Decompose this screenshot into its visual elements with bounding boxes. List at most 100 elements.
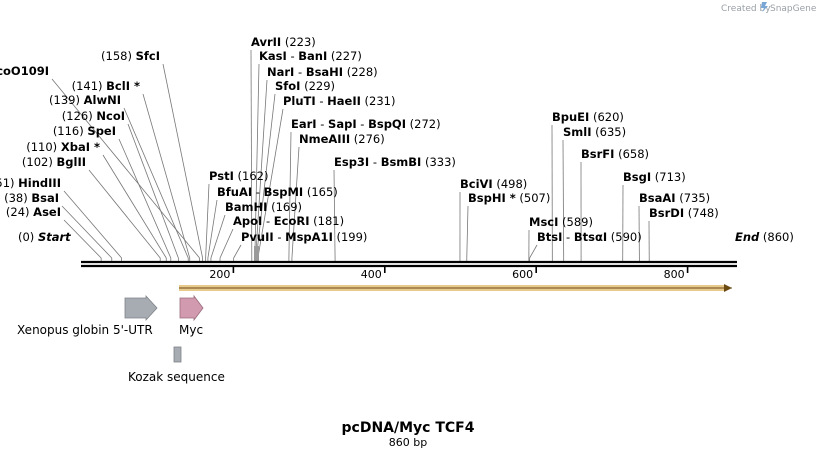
site-label[interactable]: SmlI (635) [563, 125, 626, 139]
site-label[interactable]: BspHI * (507) [468, 191, 550, 205]
enzyme-name: SapI [328, 117, 357, 131]
site-label[interactable]: SfoI (229) [275, 79, 335, 93]
site-position: (276) [350, 132, 385, 146]
site-position: (110) [26, 140, 61, 154]
enzyme-name: HindIII [18, 176, 61, 190]
site-label[interactable]: Esp3I - BsmBI (333) [334, 155, 456, 169]
site-label[interactable]: (141) BclI * [72, 79, 140, 93]
enzyme-name: BtsI [537, 230, 562, 244]
utr-feature-arrow[interactable] [124, 294, 158, 322]
site-label[interactable]: PvuII - MspA1I (199) [241, 230, 367, 244]
site-label[interactable]: PluTI - HaeII (231) [283, 94, 396, 108]
site-position: (169) [267, 200, 302, 214]
enzyme-name: BsaI [31, 191, 59, 205]
site-label[interactable]: (116) SpeI [53, 124, 116, 138]
name-separator: - [274, 230, 285, 244]
site-leader-line [250, 49, 253, 259]
site-position: (589) [558, 215, 593, 229]
end-name: End [735, 230, 760, 244]
snapgene-logo-icon [761, 2, 768, 12]
site-label[interactable]: NmeAIII (276) [299, 132, 385, 146]
name-separator: - [369, 155, 380, 169]
site-leader-line [102, 154, 167, 259]
site-position: (126) [62, 109, 97, 123]
site-label[interactable]: (24) AseI [6, 205, 61, 219]
site-position: (272) [406, 117, 441, 131]
enzyme-name: BsmBI [381, 155, 422, 169]
site-position: (158) [101, 49, 136, 63]
utr-feature-label: Xenopus globin 5'-UTR [17, 323, 153, 337]
site-label[interactable]: (139) AlwNI [49, 93, 121, 107]
site-leader-line [63, 219, 102, 259]
site-label[interactable]: ApoI - EcoRI (181) [233, 214, 344, 228]
site-position: (181) [310, 214, 345, 228]
enzyme-name: NcoI [96, 109, 125, 123]
kozak-feature-box[interactable] [173, 346, 182, 363]
end-label: End (860) [735, 230, 794, 244]
site-position: (860) [759, 230, 794, 244]
site-label[interactable]: AvrII (223) [251, 35, 316, 49]
site-label[interactable]: (154) PpuMI - EcoO109I [0, 64, 49, 78]
site-position: (620) [589, 110, 624, 124]
site-label[interactable]: PstI (162) [209, 169, 268, 183]
site-label[interactable]: BsrFI (658) [581, 147, 649, 161]
enzyme-name: Esp3I [334, 155, 369, 169]
site-label[interactable]: (126) NcoI [62, 109, 125, 123]
enzyme-name: BsrFI [581, 147, 614, 161]
site-label[interactable]: BfuAI - BspMI (165) [217, 185, 338, 199]
credit-prefix: Created by [721, 4, 771, 14]
enzyme-name: NmeAIII [299, 132, 350, 146]
enzyme-name: BspHI * [468, 191, 516, 205]
site-label[interactable]: (158) SfcI [101, 49, 160, 63]
site-leader-line [255, 93, 276, 259]
site-label[interactable]: (102) BglII [22, 155, 86, 169]
site-position: (658) [614, 147, 649, 161]
site-label[interactable]: BsrDI (748) [649, 206, 719, 220]
site-label[interactable]: KasI - BanI (227) [259, 49, 362, 63]
site-position: (116) [53, 124, 88, 138]
name-separator: - [357, 117, 368, 131]
site-position: (51) [0, 176, 18, 190]
start-label: (0) Start [18, 230, 71, 244]
enzyme-name: BglII [57, 155, 87, 169]
name-separator: - [294, 65, 305, 79]
site-position: (229) [300, 79, 335, 93]
site-leader-line [562, 139, 565, 259]
site-position: (199) [333, 230, 368, 244]
enzyme-name: BamHI [225, 200, 267, 214]
site-leader-line [288, 131, 292, 259]
myc-feature-arrow[interactable] [179, 294, 204, 322]
site-label[interactable]: (38) BsaI [4, 191, 59, 205]
site-cluster-mark [254, 246, 259, 262]
site-label[interactable]: (51) HindIII [0, 176, 61, 190]
site-label[interactable]: BsaAI (735) [639, 191, 710, 205]
site-position: (227) [327, 49, 362, 63]
enzyme-name: BfuAI [217, 185, 252, 199]
site-position: (38) [4, 191, 31, 205]
snapgene-credit: Created by SnapGene [721, 2, 817, 14]
enzyme-name: AlwNI [84, 93, 121, 107]
site-position: (139) [49, 93, 84, 107]
site-position: (223) [281, 35, 316, 49]
site-leader-line [63, 190, 122, 259]
plasmid-name: pcDNA/Myc TCF4 [342, 420, 475, 436]
site-leader-line [142, 93, 191, 259]
site-label[interactable]: EarI - SapI - BspQI (272) [291, 117, 441, 131]
enzyme-name: EcoRI [274, 214, 310, 228]
site-label[interactable]: BpuEI (620) [552, 110, 624, 124]
site-position: (635) [592, 125, 627, 139]
site-leader-line [291, 146, 300, 259]
site-label[interactable]: BciVI (498) [460, 177, 527, 191]
site-label[interactable]: (110) XbaI * [26, 140, 100, 154]
site-position: (24) [6, 205, 33, 219]
site-label[interactable]: NarI - BsaHI (228) [267, 65, 378, 79]
site-label[interactable]: BamHI (169) [225, 200, 302, 214]
site-label[interactable]: MscI (589) [529, 215, 593, 229]
site-leader-line [51, 78, 200, 259]
site-label[interactable]: BtsI - BtsαI (590) [537, 230, 642, 244]
site-leader-line [210, 214, 226, 259]
enzyme-name: SpeI [87, 124, 116, 138]
ruler-tick-label: 400 [361, 268, 382, 281]
site-label[interactable]: BsgI (713) [623, 170, 686, 184]
